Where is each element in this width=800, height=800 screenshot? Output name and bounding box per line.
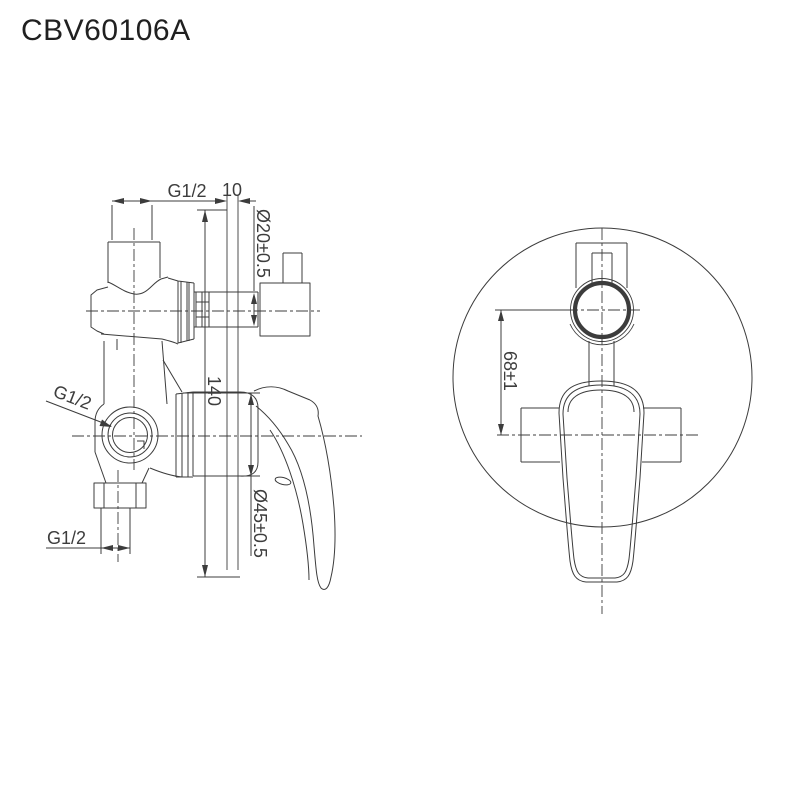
- dim-top-thread-label: G1/2: [167, 181, 206, 201]
- side-view: G1/2 10 Ø20±0.5: [45, 180, 362, 591]
- front-upper-body: [575, 242, 628, 288]
- bottom-outlet: [93, 482, 147, 548]
- lever-handle-side: [253, 386, 336, 591]
- upper-valve-body: [90, 276, 179, 350]
- escutcheon-plate-side: [175, 391, 194, 478]
- wall-reference-lines: [226, 195, 239, 570]
- side-port-bar: [497, 407, 698, 463]
- escutcheon-circle: [452, 227, 753, 528]
- product-code-title: CBV60106A: [21, 14, 191, 47]
- dim-bottom-thread-label: G1/2: [47, 528, 86, 548]
- dim-total-height-label: 140: [204, 376, 224, 406]
- main-valve-body: [94, 403, 183, 484]
- front-view: 68±1: [452, 227, 753, 614]
- body-neck: [103, 340, 183, 405]
- dim-top-thread: G1/2: [111, 181, 213, 240]
- top-outlet-ring: [566, 278, 640, 346]
- dim-center-distance: 68±1: [495, 309, 567, 435]
- dim-wall-offset: 10: [209, 180, 256, 204]
- dim-trim-diameter: Ø45±0.5: [183, 392, 270, 558]
- dim-trim-diameter-label: Ø45±0.5: [250, 489, 270, 558]
- wall-block: [259, 252, 311, 337]
- dim-outlet-diameter-label: Ø20±0.5: [253, 209, 273, 278]
- handle-stem: [588, 341, 615, 386]
- handle-cap-side: [192, 391, 292, 486]
- dim-side-thread-label: G1/2: [51, 381, 95, 414]
- side-port-inner: [112, 417, 148, 453]
- dim-side-thread: G1/2: [45, 381, 112, 427]
- dim-bottom-thread: G1/2: [46, 528, 131, 554]
- side-view-centerlines: [72, 228, 362, 562]
- dim-outlet-diameter: Ø20±0.5: [251, 206, 273, 326]
- top-inlet-pipe: [107, 241, 161, 283]
- dim-wall-offset-label: 10: [222, 180, 242, 200]
- side-port-outer: [101, 406, 159, 464]
- side-port-mid: [107, 412, 153, 458]
- cartridge-bonnet: [167, 277, 195, 344]
- dim-center-distance-label: 68±1: [500, 351, 520, 391]
- outlet-pipe: [194, 291, 259, 328]
- lever-handle-front: [558, 380, 645, 583]
